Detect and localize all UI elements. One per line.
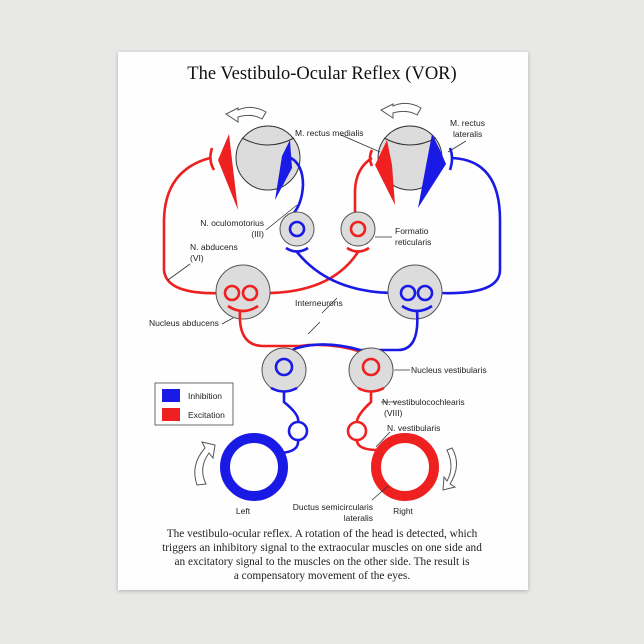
eye-rotation-arrow-left-icon (225, 106, 267, 123)
label-abducens-2: (VI) (190, 253, 204, 263)
legend: Inhibition Excitation (154, 382, 234, 426)
abducens-neuron-right-2 (416, 284, 434, 302)
synapse-left-medial (286, 149, 292, 167)
eye-rotation-arrow-right-icon (380, 102, 422, 119)
label-oculomotorius-1: N. oculomotorius (200, 218, 264, 228)
formatio-synapse-left (285, 246, 309, 253)
formatio-neuron-left (288, 220, 306, 238)
synapse-left-lateral (209, 147, 216, 171)
legend-swatch-inhibition (162, 389, 180, 402)
label-nucleus-abducens: Nucleus abducens (149, 318, 219, 328)
crossing-fiber-inhibitory (295, 251, 397, 295)
head-rotation-arrow-right-icon (442, 447, 457, 491)
formatio-synapse-right (346, 246, 370, 253)
legend-swatch-excitation (162, 408, 180, 421)
label-ductus-1: Ductus semicircularis (293, 502, 373, 512)
crossing-fiber-excitatory (257, 251, 360, 295)
caption-line-2: triggers an inhibitory signal to the ext… (162, 542, 482, 554)
vestibular-neuron-left (274, 357, 294, 377)
legend-label-inhibition: Inhibition (188, 391, 222, 401)
semicircular-canal-left (220, 433, 288, 501)
formatio-reticularis-left (279, 211, 315, 247)
nucleus-vestibularis-left (261, 347, 307, 393)
n-vestibulocochlearis-right (355, 391, 379, 452)
semicircular-canal-right (371, 433, 439, 501)
label-vestibulocochlearis-2: (VIII) (384, 408, 403, 418)
left-eye-rectus-lateralis-muscle (218, 134, 238, 210)
interneuron-inhibitory (283, 310, 419, 363)
label-vestibularis: N. vestibularis (387, 423, 440, 433)
right-eye-rectus-lateralis-muscle (418, 134, 446, 208)
abducens-neuron-left-2 (241, 284, 259, 302)
vestibular-ganglion-right (346, 420, 368, 442)
abducens-neuron-right-1 (399, 284, 417, 302)
label-vestibulocochlearis-1: N. vestibulocochlearis (382, 397, 465, 407)
label-ductus-2: lateralis (344, 513, 373, 523)
label-abducens-1: N. abducens (190, 242, 238, 252)
label-right: Right (393, 506, 413, 516)
label-rectus-lateralis-1: M. rectus (450, 118, 485, 128)
n-oculomotorius-right (353, 156, 373, 225)
n-abducens-left (162, 156, 223, 295)
caption-line-3: an excitatory signal to the muscles on t… (174, 556, 469, 568)
label-formatio-1: Formatio (395, 226, 429, 236)
caption-line-1: The vestibulo-ocular reflex. A rotation … (167, 528, 478, 540)
label-rectus-lateralis-2: lateralis (453, 129, 482, 139)
abducens-neuron-left-1 (223, 284, 241, 302)
right-eye-rectus-medialis-muscle (375, 140, 395, 205)
formatio-reticularis-right (340, 211, 376, 247)
interneuron-excitatory (238, 310, 372, 367)
label-rectus-medialis: M. rectus medialis (295, 128, 364, 138)
head-rotation-arrow-left-icon (194, 441, 216, 486)
label-formatio-2: reticularis (395, 237, 431, 247)
synapse-right-lateral (448, 147, 454, 171)
caption-line-4: a compensatory movement of the eyes. (234, 570, 410, 582)
label-oculomotorius-2: (III) (251, 229, 264, 239)
label-nucleus-vestibularis: Nucleus vestibularis (411, 365, 487, 375)
postcard (118, 52, 528, 590)
legend-label-excitation: Excitation (188, 410, 225, 420)
left-eye-rectus-medialis-muscle (275, 140, 292, 200)
abducens-synapse-left (227, 304, 259, 313)
vestibular-ganglion-left (287, 420, 309, 442)
caption: The vestibulo-ocular reflex. A rotation … (162, 528, 482, 582)
diagram-title: The Vestibulo-Ocular Reflex (VOR) (187, 64, 456, 84)
label-interneurons: Interneurons (295, 298, 343, 308)
vestibular-neuron-right (361, 357, 381, 377)
formatio-neuron-right (349, 220, 367, 238)
nucleus-vestibularis-right (348, 347, 394, 393)
label-left: Left (236, 506, 251, 516)
n-abducens-right (439, 156, 502, 295)
